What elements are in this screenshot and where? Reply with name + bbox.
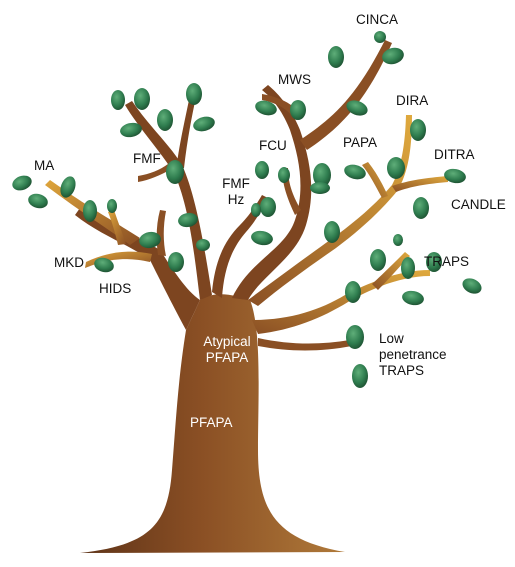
leaves-group: [12, 31, 482, 388]
label-candle: CANDLE: [451, 197, 506, 212]
branch-fmf-lower: [156, 210, 166, 256]
label-cinca: CINCA: [356, 12, 399, 27]
label-ma: MA: [34, 158, 55, 173]
branch-fmf-top: [176, 95, 196, 170]
leaf: [344, 164, 366, 180]
trunk: [80, 294, 345, 553]
leaf: [193, 116, 215, 132]
leaf: [370, 249, 386, 271]
leaf: [178, 212, 198, 228]
leaf: [255, 100, 277, 116]
leaf: [352, 364, 368, 388]
leaf: [462, 278, 482, 294]
label-fcu: FCU: [259, 138, 287, 153]
label-fmf-hz: FMF Hz: [220, 176, 252, 208]
label-traps: TRAPS: [424, 254, 470, 269]
label-papa: PAPA: [343, 135, 378, 150]
leaf: [393, 234, 403, 246]
label-fmf-hz-line1: FMF: [222, 176, 250, 191]
leaf: [345, 281, 361, 303]
leaf: [260, 197, 276, 217]
leaf: [94, 257, 114, 273]
label-atypical-pfapa-line1: Atypical: [203, 334, 251, 349]
branch-center: [232, 85, 312, 300]
leaf: [313, 163, 331, 187]
leaf: [382, 47, 404, 65]
leaf: [374, 31, 386, 43]
label-low-penetrance-line1: Low: [379, 331, 404, 346]
label-fmf-hz-line2: Hz: [227, 192, 245, 207]
label-hids: HIDS: [99, 281, 132, 296]
leaf: [157, 109, 173, 131]
label-pfapa: PFAPA: [190, 415, 233, 430]
leaf: [60, 176, 76, 198]
label-atypical-pfapa-line2: PFAPA: [205, 350, 249, 365]
branch-ditra: [392, 176, 448, 192]
leaf: [120, 122, 142, 138]
branch-fmfhz: [212, 195, 268, 298]
leaf: [401, 257, 415, 279]
leaf: [111, 90, 125, 110]
branch-low-pen: [258, 338, 352, 351]
leaf: [12, 175, 32, 191]
leaf: [402, 290, 424, 306]
label-ditra: DITRA: [434, 147, 475, 162]
leaf: [413, 197, 429, 219]
branch-hids-twig: [108, 210, 126, 245]
branch-mkd: [85, 251, 152, 268]
leaf: [251, 230, 273, 246]
label-atypical-pfapa: Atypical PFAPA: [196, 334, 258, 366]
leaf: [426, 252, 442, 272]
leaf: [328, 46, 344, 68]
leaf: [387, 157, 405, 179]
leaf: [324, 221, 340, 243]
branch-papa: [362, 162, 388, 198]
leaf: [310, 182, 330, 194]
leaf: [444, 168, 466, 184]
leaf: [139, 231, 161, 249]
leaf: [168, 252, 184, 272]
branch-cinca: [300, 40, 392, 150]
leaf: [186, 83, 202, 105]
leaf: [255, 161, 269, 179]
label-low-penetrance-line2: penetrance: [379, 347, 447, 362]
branch-right-upper: [248, 115, 412, 306]
leaf: [346, 325, 364, 349]
leaf: [251, 203, 261, 217]
label-low-penetrance-line3: TRAPS: [379, 363, 425, 378]
label-fmf: FMF: [133, 151, 161, 166]
label-mws: MWS: [278, 72, 311, 87]
leaf: [83, 200, 97, 222]
leaf: [166, 160, 184, 184]
branch-fmf: [125, 101, 212, 300]
leaf: [290, 100, 306, 120]
branch-traps-twig: [372, 252, 410, 290]
leaf: [278, 167, 290, 183]
leaf: [107, 199, 117, 213]
branch-fmf-side: [138, 164, 170, 182]
label-dira: DIRA: [396, 93, 429, 108]
leaf: [196, 239, 210, 251]
leaf: [346, 100, 368, 116]
leaf: [410, 119, 426, 141]
label-low-penetrance-traps: Low penetrance TRAPS: [379, 331, 447, 379]
leaf: [28, 193, 48, 209]
branch-right-lower: [252, 270, 430, 334]
label-mkd: MKD: [54, 255, 84, 270]
leaf: [134, 88, 150, 110]
